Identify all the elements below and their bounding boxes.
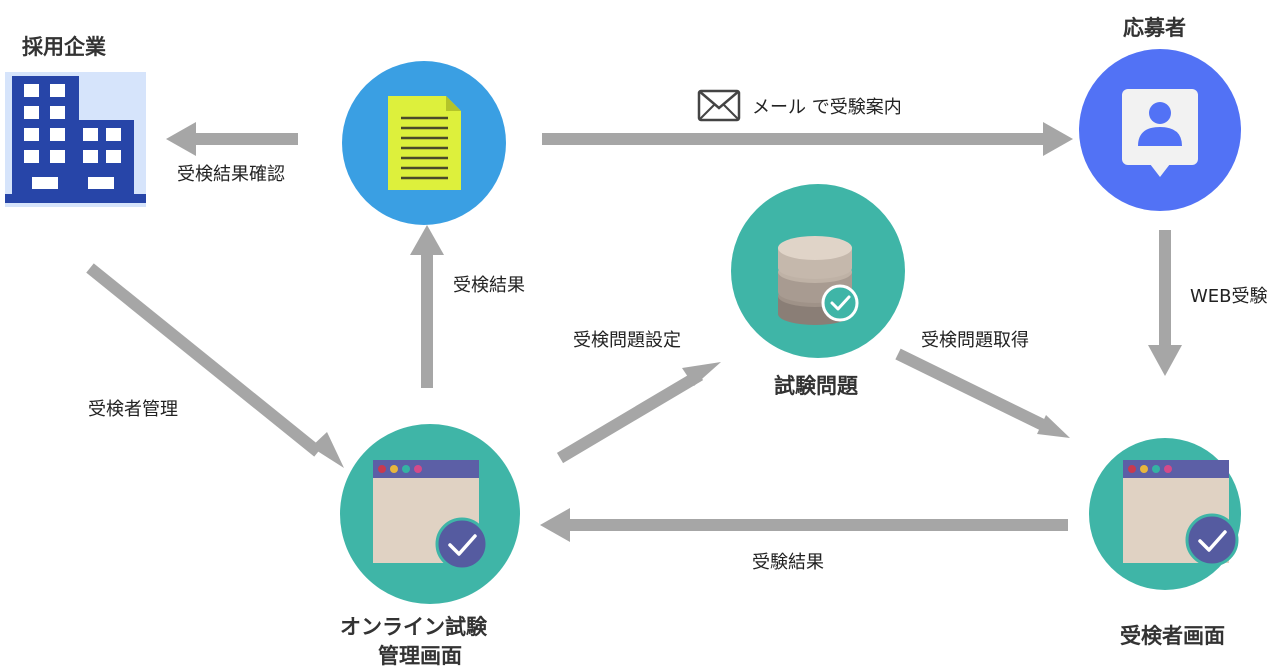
database-circle — [731, 184, 905, 358]
admin-title-line2: 管理画面 — [378, 644, 462, 668]
arrow-web-exam-down — [1148, 230, 1182, 376]
arrow-exam-result-up — [410, 225, 444, 388]
arrow-result-back — [540, 508, 1068, 542]
office-building-icon — [5, 72, 146, 207]
document-icon — [388, 96, 461, 190]
applicant-circle — [1079, 49, 1241, 211]
company-title: 採用企業 — [22, 35, 106, 59]
arrow-to-company — [166, 122, 298, 156]
arrow-manage-examinees — [86, 263, 344, 468]
label-get-problems: 受検問題取得 — [921, 330, 1029, 351]
label-exam-result-up: 受検結果 — [453, 275, 525, 296]
arrow-mail-to-applicant — [542, 122, 1073, 156]
admin-title-line1: オンライン試験 — [340, 615, 487, 639]
label-set-problems: 受検問題設定 — [573, 330, 681, 351]
label-check-results: 受検結果確認 — [177, 164, 285, 185]
envelope-icon — [697, 89, 741, 122]
database-check-icon — [778, 236, 859, 325]
label-web-exam: WEB受験 — [1190, 286, 1268, 307]
label-manage-examinees: 受検者管理 — [88, 399, 178, 420]
document-circle — [342, 61, 506, 225]
applicant-title: 応募者 — [1123, 16, 1186, 40]
examinee-screen-circle — [1089, 438, 1241, 590]
arrow-get-problems — [895, 348, 1070, 438]
label-result-back: 受験結果 — [752, 552, 824, 573]
arrow-set-problems — [556, 362, 721, 464]
examinee-title: 受検者画面 — [1120, 624, 1225, 648]
label-mail-guide: メール で受験案内 — [752, 97, 902, 118]
admin-screen-circle — [340, 424, 520, 604]
user-profile-icon — [1122, 89, 1198, 177]
exam-problems-title: 試験問題 — [774, 374, 858, 398]
